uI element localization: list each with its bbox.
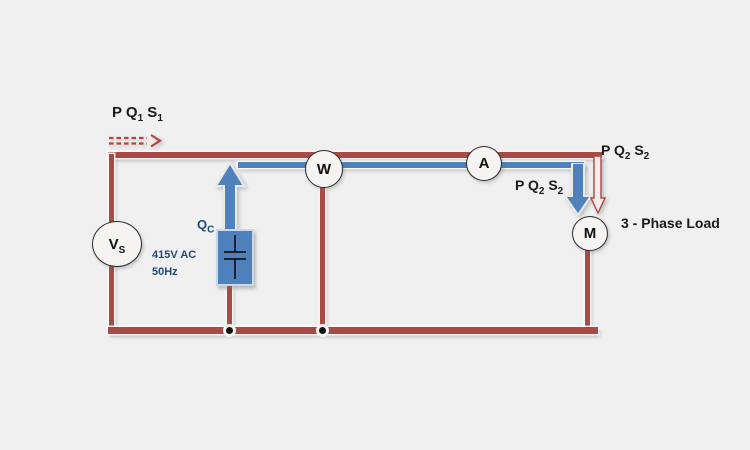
reactive-power-up-arrow [214, 161, 246, 231]
wattmeter-voltage-coil-wire [320, 185, 325, 329]
ammeter: A [466, 146, 502, 181]
source-label-subscript: S [118, 244, 126, 256]
source-voltage-text: 415V AC [152, 249, 197, 261]
wattmeter-label: W [316, 160, 332, 178]
junction-dot [226, 327, 233, 334]
source-wire-lower [109, 262, 114, 332]
ammeter-label: A [478, 155, 490, 172]
load-power-down-arrow-red [590, 156, 606, 215]
load-power-mid-sub2: 2 [557, 185, 564, 197]
source-label: VS [108, 235, 126, 256]
capacitor-box [216, 229, 254, 286]
motor-branch-wire [585, 247, 590, 330]
load-power-label-mid: P Q2 S2 [515, 177, 564, 197]
load-power-right-sub2: 2 [643, 150, 650, 162]
reactive-branch-wire [227, 285, 232, 329]
top-bus-wire [108, 152, 602, 158]
source-frequency-text: 50Hz [152, 266, 178, 278]
motor-label: M [583, 225, 597, 242]
reactive-compensation-label: QC [197, 217, 215, 236]
load-name-label: 3 - Phase Load [621, 215, 720, 231]
source-rating-label: 415V AC 50Hz [152, 247, 196, 281]
wattmeter: W [305, 150, 343, 188]
power-flow-dashed-arrow [109, 134, 163, 148]
source-wire-upper [109, 154, 114, 223]
capacitor-symbol-icon [224, 235, 246, 279]
input-power-label: P Q1 S1 [112, 104, 163, 124]
source-meter: VS [92, 221, 142, 267]
junction-dot [319, 327, 326, 334]
load-power-label-right: P Q2 S2 [601, 142, 650, 162]
input-power-sub1: 1 [137, 113, 144, 124]
load-power-mid-sub1: 2 [538, 185, 545, 197]
qc-subscript: C [207, 224, 215, 236]
load-power-right-sub1: 2 [624, 150, 631, 162]
bottom-return-wire [108, 327, 598, 334]
load-power-down-arrow-blue [564, 163, 593, 217]
blue-power-flow-wire [238, 162, 584, 168]
input-power-sub2: 1 [157, 113, 163, 124]
motor: M [572, 216, 608, 251]
